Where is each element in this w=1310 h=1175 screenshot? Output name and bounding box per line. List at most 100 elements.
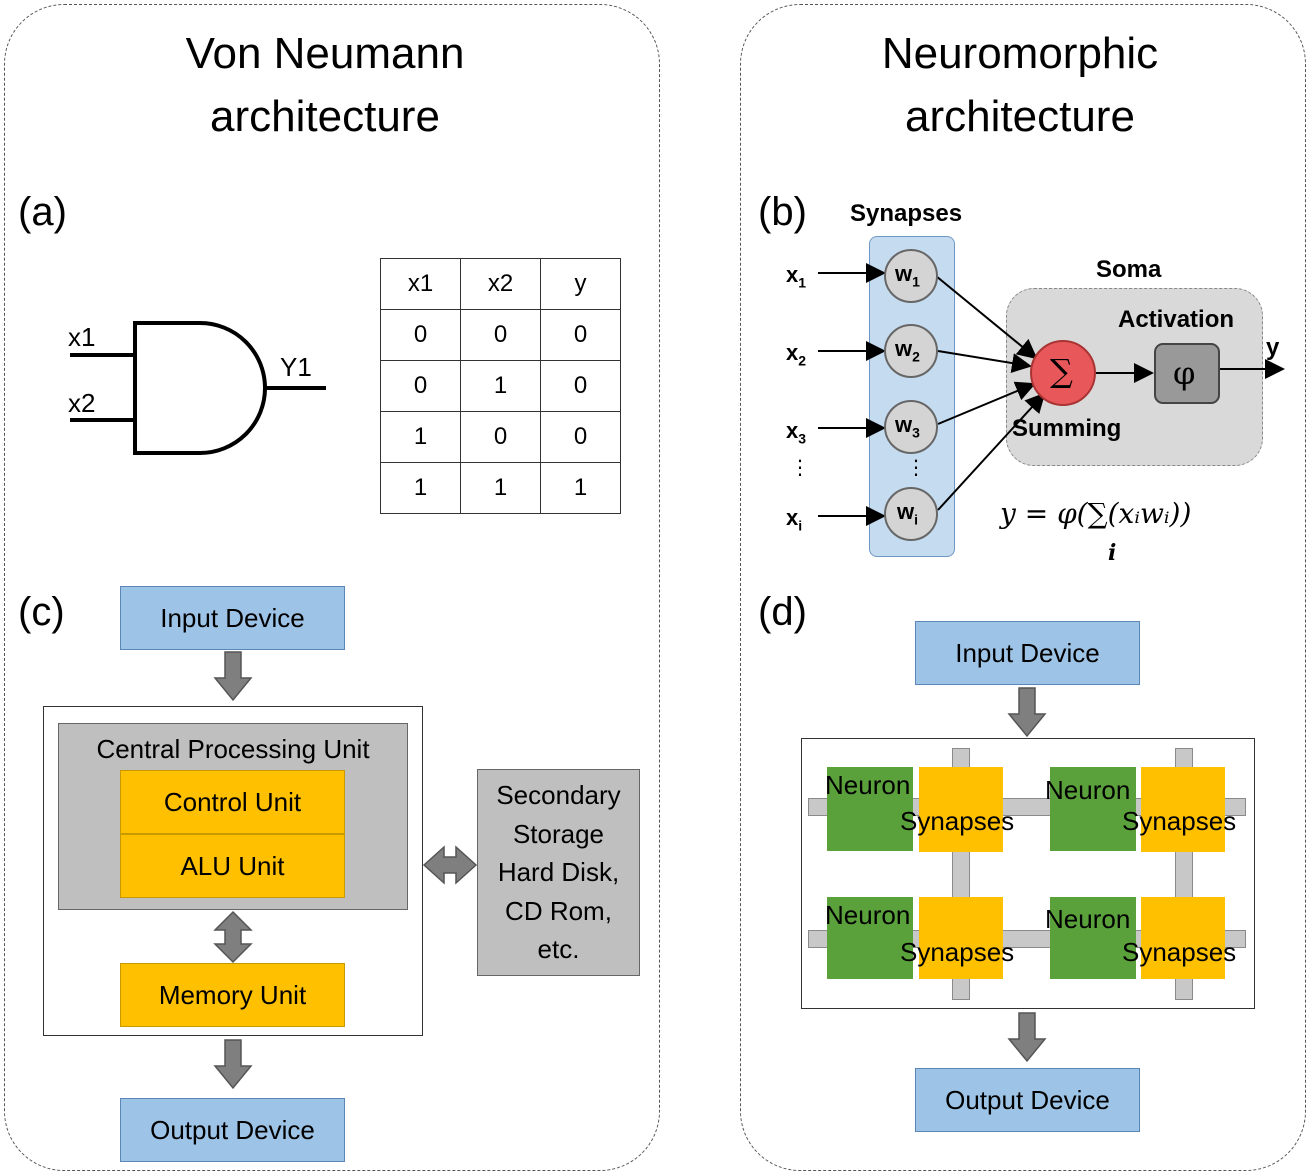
nm-synapse-block <box>919 767 1003 852</box>
neuron-label: Neuron <box>825 770 911 800</box>
gate-input-lines <box>70 353 135 422</box>
table-cell: 1 <box>380 462 461 514</box>
synapses-heading: Synapses <box>850 200 963 227</box>
weight-arrow <box>937 350 1032 373</box>
input-label: x2 <box>786 340 807 369</box>
neuromorphic-panel <box>740 4 1306 1171</box>
arrow-down-icon <box>213 651 253 702</box>
nm-neuron-block <box>827 767 913 851</box>
table-header-cell: y <box>540 258 621 310</box>
input-ellipsis: ⋮ <box>790 457 810 479</box>
neuron-label: Neuron <box>1045 904 1131 934</box>
input-label: xi <box>786 505 803 534</box>
formula-subscript: i <box>1108 540 1117 566</box>
sum-symbol: ∑ <box>1050 352 1073 390</box>
arrow-down-icon <box>1007 687 1047 738</box>
synapses-label: Synapses <box>1122 937 1237 967</box>
storage-line: Storage <box>512 818 605 849</box>
neuron-output-label: y <box>1266 334 1280 361</box>
cpu-label: Central Processing Unit <box>96 734 370 764</box>
grid-bar-horizontal <box>808 798 1246 816</box>
table-row: 0 0 0 <box>380 309 621 361</box>
vn-secondary-storage: Secondary Storage Hard Disk, CD Rom, etc… <box>477 769 640 976</box>
nm-neuron-block <box>1050 897 1136 979</box>
weight-label: w2 <box>895 336 920 365</box>
weight-node <box>884 487 938 541</box>
vn-output-device: Output Device <box>120 1098 345 1162</box>
activation-heading: Activation <box>1118 306 1235 333</box>
table-cell: 1 <box>380 411 461 463</box>
weight-node <box>884 249 938 303</box>
weight-label: wi <box>897 499 919 528</box>
nm-input-device: Input Device <box>915 621 1140 685</box>
synapses-label: Synapses <box>900 937 1015 967</box>
neuron-label: Neuron <box>825 900 911 930</box>
arrow-down-icon <box>1007 1012 1047 1063</box>
table-row: 1 1 1 <box>380 462 621 514</box>
synapses-label: Synapses <box>900 806 1015 836</box>
von-neumann-panel <box>4 4 660 1171</box>
gate-input2-label: x2 <box>68 388 96 418</box>
synapses-label: Synapses <box>1122 806 1237 836</box>
activation-node <box>1154 343 1220 404</box>
nm-synapse-block <box>1141 897 1225 979</box>
input-label: x1 <box>786 262 807 291</box>
table-header-row: x1 x2 y <box>380 258 621 310</box>
weight-ellipsis: ⋮ <box>906 457 926 479</box>
table-cell: 0 <box>460 309 541 361</box>
von-neumann-title: Von Neumann architecture <box>90 22 560 148</box>
nm-synapse-block <box>919 897 1003 979</box>
label-c: (c) <box>18 590 65 634</box>
weight-arrow <box>937 381 1036 425</box>
neuron-formula: y = φ(∑(xᵢwᵢ)) <box>1000 497 1192 530</box>
weight-label: w1 <box>895 261 920 290</box>
nm-output-device: Output Device <box>915 1068 1140 1132</box>
table-cell: 1 <box>460 462 541 514</box>
table-header-cell: x1 <box>380 258 461 310</box>
double-arrow-vertical-icon <box>213 910 253 964</box>
gate-output-label: Y1 <box>280 352 312 382</box>
nm-synapse-block <box>1141 767 1225 852</box>
weight-node <box>884 400 938 454</box>
truth-table: x1 x2 y 0 0 0 0 1 0 1 0 0 1 1 1 <box>380 258 621 514</box>
label-b: (b) <box>758 190 807 234</box>
table-cell: 1 <box>460 360 541 412</box>
soma-heading: Soma <box>1096 256 1162 283</box>
weight-label: w3 <box>895 412 920 441</box>
storage-line: Hard Disk, <box>497 857 620 888</box>
neuron-label: Neuron <box>1045 775 1131 805</box>
label-a: (a) <box>18 190 67 234</box>
table-cell: 0 <box>540 411 621 463</box>
double-arrow-horizontal-icon <box>422 845 478 885</box>
input-label: x3 <box>786 418 807 447</box>
grid-bar-horizontal <box>808 930 1246 948</box>
title-line2: architecture <box>905 92 1135 141</box>
title-line1: Von Neumann <box>185 29 465 78</box>
vn-control-unit: Control Unit <box>120 770 345 834</box>
weight-node <box>884 324 938 378</box>
table-cell: 0 <box>540 309 621 361</box>
phi-symbol: φ <box>1173 354 1196 392</box>
nm-neuron-block <box>827 897 913 979</box>
label-d: (d) <box>758 590 807 634</box>
storage-line: etc. <box>537 934 580 965</box>
and-gate-body <box>133 321 267 455</box>
table-cell: 0 <box>540 360 621 412</box>
arrow-down-icon <box>213 1039 253 1090</box>
weight-arrow <box>935 275 1038 360</box>
weight-arrow <box>937 392 1046 511</box>
title-line2: architecture <box>210 92 440 141</box>
vn-alu-unit: ALU Unit <box>120 834 345 898</box>
summing-node <box>1030 340 1096 406</box>
vn-input-device: Input Device <box>120 586 345 650</box>
gate-input1-label: x1 <box>68 322 96 352</box>
storage-line: CD Rom, <box>505 895 612 926</box>
table-row: 0 1 0 <box>380 360 621 412</box>
table-cell: 1 <box>540 462 621 514</box>
vn-memory-unit: Memory Unit <box>120 963 345 1027</box>
title-line1: Neuromorphic <box>881 29 1159 78</box>
nm-neuron-block <box>1050 767 1136 851</box>
